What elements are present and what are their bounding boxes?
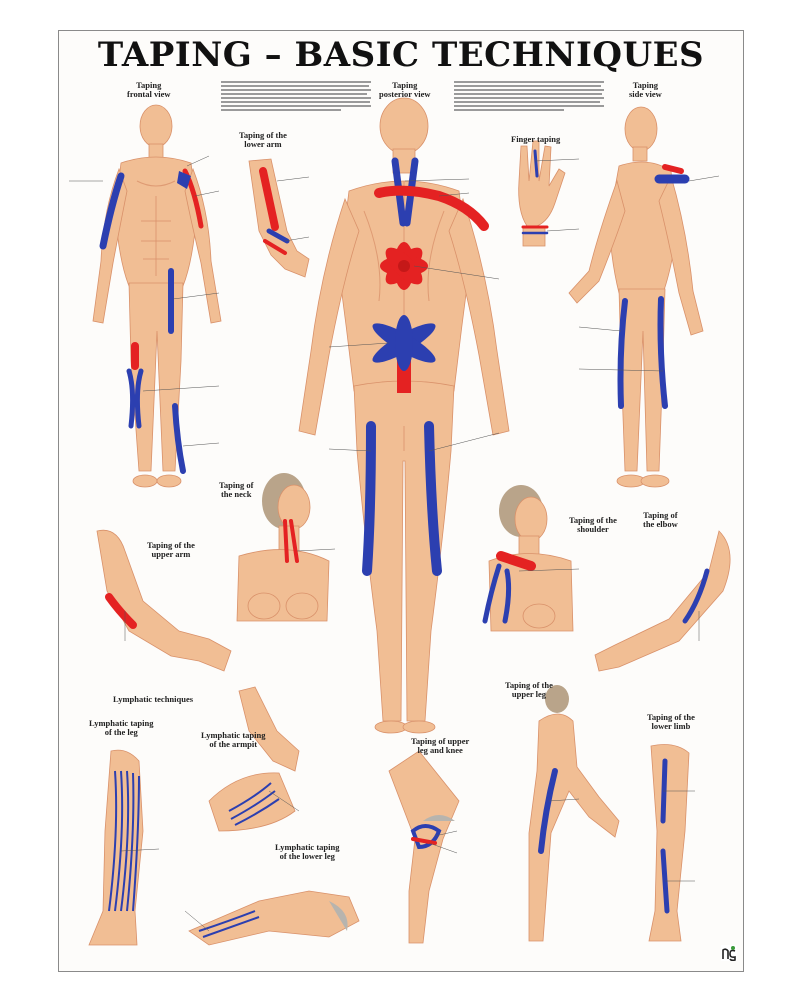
posterior-figure bbox=[298, 97, 510, 734]
lower-arm-figure bbox=[248, 158, 310, 278]
anatomy-illustrations bbox=[69, 97, 731, 946]
lymph-leg-figure bbox=[88, 749, 144, 946]
side-figure bbox=[568, 106, 704, 488]
lower-limb-figure bbox=[648, 744, 690, 942]
elbow-figure bbox=[594, 530, 731, 672]
upper-arm-figure bbox=[96, 529, 232, 672]
lymph-lower-leg-figure bbox=[188, 890, 360, 946]
intro-text-right bbox=[454, 81, 604, 113]
intro-text-left bbox=[221, 81, 371, 113]
ng-logo-icon bbox=[721, 945, 737, 961]
label-lymphatic-techniques: Lymphatic techniques bbox=[113, 694, 194, 704]
shoulder-figure bbox=[482, 485, 574, 632]
lymph-armpit-figure bbox=[208, 686, 300, 832]
pointer-lines bbox=[69, 155, 720, 932]
label-finger-taping: Finger taping bbox=[511, 134, 561, 144]
front-figure bbox=[92, 104, 222, 488]
poster-title: TAPING – BASIC TECHNIQUES bbox=[97, 35, 705, 75]
neck-figure bbox=[236, 473, 330, 622]
upper-leg-knee-figure bbox=[388, 750, 460, 944]
upper-leg-figure bbox=[528, 685, 620, 942]
anatomy-poster: TAPING – BASIC TECHNIQUES bbox=[58, 30, 744, 972]
